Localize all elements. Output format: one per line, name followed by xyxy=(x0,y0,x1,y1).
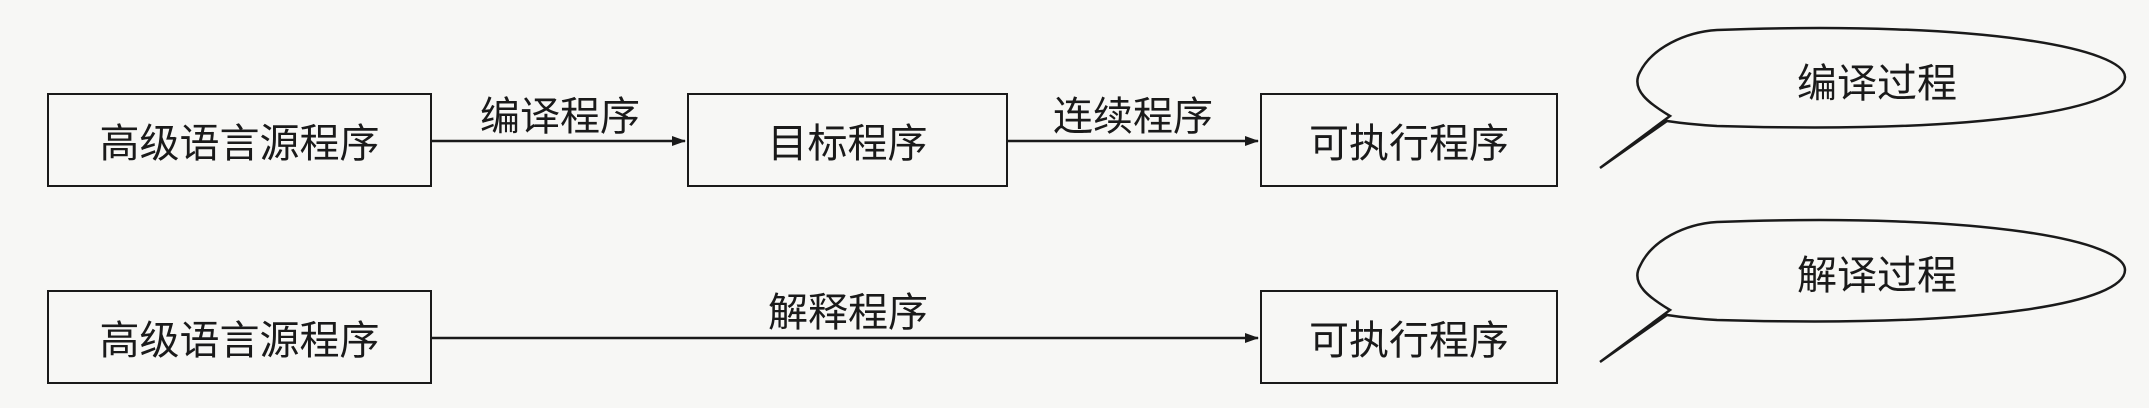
executable-program-box-2: 可执行程序 xyxy=(1260,290,1558,384)
source-program-box: 高级语言源程序 xyxy=(47,93,432,187)
compiler-label: 编译程序 xyxy=(480,94,640,140)
source-program-box-2: 高级语言源程序 xyxy=(47,290,432,384)
speech-bubble-interpret xyxy=(1599,218,2127,364)
object-program-box: 目标程序 xyxy=(687,93,1008,187)
speech-bubble-compile xyxy=(1599,26,2127,170)
linker-label: 连续程序 xyxy=(1053,94,1213,140)
interpreter-label: 解释程序 xyxy=(768,290,928,336)
executable-program-box: 可执行程序 xyxy=(1260,93,1558,187)
compile-process-label: 编译过程 xyxy=(1797,61,1957,107)
interpret-process-label: 解译过程 xyxy=(1797,253,1957,299)
